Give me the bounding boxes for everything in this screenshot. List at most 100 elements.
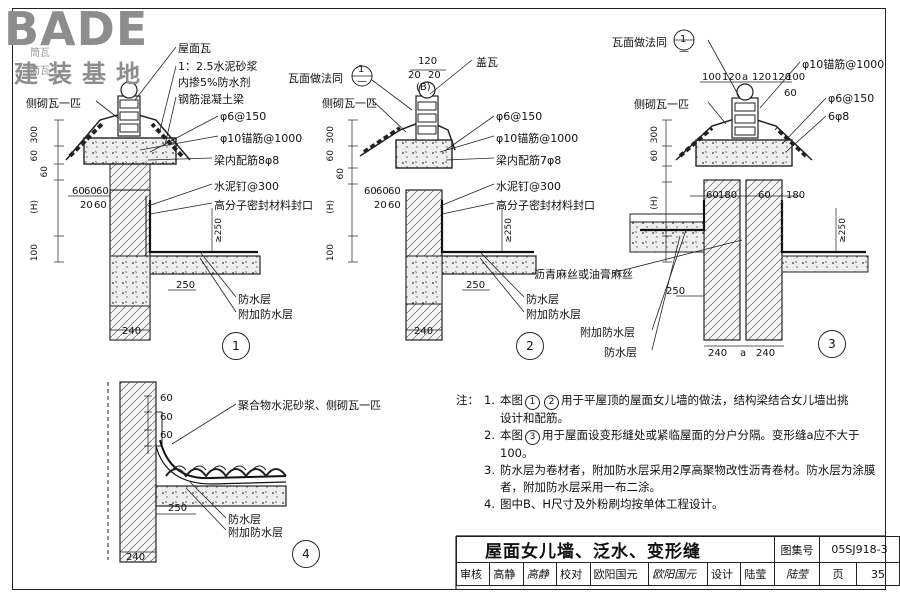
note-text: 防水层为卷材者，附加防水层采用2厚高聚物改性沥青卷材。防水层为涂膜者，附加防水层… bbox=[500, 462, 876, 496]
dim: 100 bbox=[326, 244, 336, 262]
callout: 水泥钉@300 bbox=[496, 180, 561, 193]
callout: 附加防水层 bbox=[228, 526, 283, 539]
dim: 250 bbox=[176, 280, 196, 291]
dim: a bbox=[742, 72, 749, 83]
callout: φ10锚筋@1000 bbox=[220, 132, 303, 145]
atlas-label: 图集号 bbox=[774, 536, 820, 563]
note-text-part: 用于屋面设变形缝处或紧临屋面的分户分隔。变形缝a应不大于 bbox=[542, 428, 860, 442]
callout: 1：2.5水泥砂浆 bbox=[178, 60, 258, 73]
callout: φ6@150 bbox=[828, 92, 875, 105]
watermark-text: 建装基地 bbox=[14, 60, 150, 88]
dim: 60 bbox=[30, 150, 40, 162]
note-number: 2. bbox=[484, 428, 495, 442]
callout: 防水层 bbox=[526, 293, 559, 306]
dim: 300 bbox=[650, 126, 660, 144]
note-number: 1. bbox=[484, 393, 495, 407]
callout: 侧砌瓦一匹 bbox=[26, 97, 81, 110]
callout: φ10锚筋@1000 bbox=[496, 132, 579, 145]
dim: 300 bbox=[326, 126, 336, 144]
title-block: 屋面女儿墙、泛水、变形缝 图集号 05SJ918-3 审核 高静 高静 校对 欧… bbox=[455, 536, 900, 586]
dim: ≥250 bbox=[214, 218, 224, 243]
ref-bottom: — bbox=[357, 76, 367, 87]
atlas-number: 05SJ918-3 bbox=[819, 536, 900, 563]
dim: 240 bbox=[126, 552, 146, 563]
detail-2-drawing bbox=[348, 59, 537, 341]
dim: ≥250 bbox=[838, 218, 848, 243]
note-text: 图中B、H尺寸及外粉刷均按单体工程设计。 bbox=[500, 497, 724, 511]
callout: 钢筋混凝土梁 bbox=[178, 93, 244, 106]
dim: 60 bbox=[650, 150, 660, 162]
callout: 防水层 bbox=[238, 293, 271, 306]
callout: 沥青麻丝或油膏麻丝 bbox=[534, 268, 633, 281]
note-item: 4. 图中B、H尺寸及外粉刷均按单体工程设计。 bbox=[456, 496, 876, 513]
dim: 60 bbox=[706, 190, 719, 201]
circled-ref: 1 bbox=[525, 395, 540, 410]
design-signature: 陆莹 bbox=[774, 562, 820, 586]
dim: 240 bbox=[708, 348, 728, 359]
review-label: 审核 bbox=[455, 562, 491, 586]
check-name: 欧阳国元 bbox=[589, 562, 650, 586]
ref-bottom: — bbox=[679, 46, 689, 57]
detail-1-drawing bbox=[54, 46, 261, 341]
dim: (B) bbox=[416, 82, 431, 93]
circled-ref: 3 bbox=[525, 430, 540, 445]
callout: φ10锚筋@1000 bbox=[802, 58, 885, 71]
callout: 高分子密封材料封口 bbox=[214, 199, 313, 212]
dim: 20 bbox=[374, 200, 387, 211]
notes-heading: 注： bbox=[456, 393, 479, 407]
dim: 60 bbox=[160, 412, 173, 423]
ref-top: 1 bbox=[358, 64, 365, 75]
detail-number: 2 bbox=[516, 332, 544, 360]
design-label: 设计 bbox=[707, 562, 742, 586]
note-text-part: 本图 bbox=[500, 428, 523, 442]
dim: 60 bbox=[84, 186, 97, 197]
callout: 侧砌瓦一匹 bbox=[634, 98, 689, 111]
design-name: 陆莹 bbox=[740, 562, 775, 586]
page-label: 页 bbox=[819, 562, 857, 586]
dim: 120 bbox=[752, 72, 772, 83]
dim: (H) bbox=[30, 200, 40, 214]
dim: 60 bbox=[388, 200, 401, 211]
drawing-title-text: 屋面女儿墙、泛水、变形缝 bbox=[485, 542, 701, 562]
note-text-part: 防水层为卷材者，附加防水层采用2厚高聚物改性沥青卷材。防水层为涂膜 bbox=[500, 463, 876, 477]
callout: 附加防水层 bbox=[526, 308, 581, 321]
circled-ref: 2 bbox=[544, 395, 559, 410]
dim: 120 bbox=[772, 72, 792, 83]
dim: ≥250 bbox=[504, 218, 514, 243]
dim: 60 bbox=[72, 186, 85, 197]
dim: 100 bbox=[30, 244, 40, 262]
dim: 100 bbox=[702, 72, 722, 83]
dim: 120 bbox=[722, 72, 742, 83]
review-signature: 高静 bbox=[522, 562, 558, 586]
dim: 240 bbox=[756, 348, 776, 359]
dim: 60 bbox=[96, 186, 109, 197]
detail-number: 3 bbox=[818, 330, 846, 358]
note-text-part: 设计和配筋。 bbox=[500, 411, 569, 425]
dim: 60 bbox=[94, 200, 107, 211]
dim: 240 bbox=[414, 326, 434, 337]
callout: φ6@150 bbox=[496, 110, 543, 123]
faint-label: 筒瓦 bbox=[30, 48, 50, 59]
dim: 60 bbox=[758, 190, 771, 201]
callout: 盖瓦 bbox=[476, 56, 498, 69]
callout: 防水层 bbox=[604, 346, 637, 359]
faint-label: 筒瓦 bbox=[30, 66, 50, 77]
callout: 附加防水层 bbox=[238, 308, 293, 321]
page-number: 35 bbox=[856, 562, 900, 586]
callout: 高分子密封材料封口 bbox=[496, 199, 595, 212]
callout: 附加防水层 bbox=[580, 326, 635, 339]
note-number: 3. bbox=[484, 463, 495, 477]
callout: 聚合物水泥砂浆、侧砌瓦一匹 bbox=[238, 399, 381, 412]
dim: 60 bbox=[326, 150, 336, 162]
note-number: 4. bbox=[484, 497, 495, 511]
dim: 60 bbox=[336, 168, 346, 180]
dim: 60 bbox=[364, 186, 377, 197]
detail-number: 4 bbox=[292, 540, 320, 568]
callout: 内掺5%防水剂 bbox=[178, 76, 251, 89]
dim: (H) bbox=[326, 200, 336, 214]
